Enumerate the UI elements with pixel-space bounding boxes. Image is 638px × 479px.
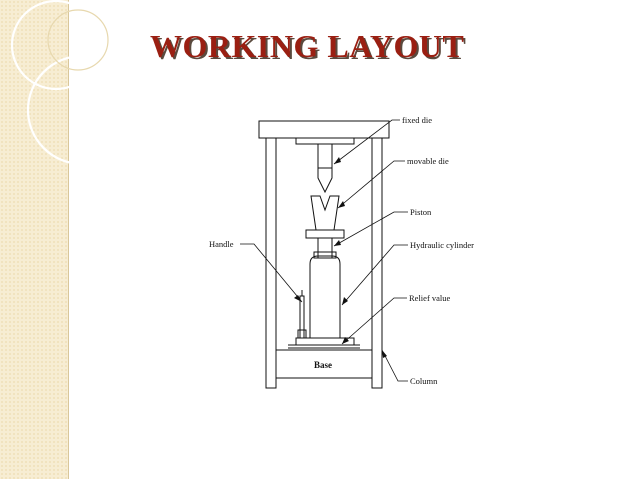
arrowhead-handle — [294, 295, 302, 302]
cylinder-body — [309, 255, 341, 339]
decor-circle-small — [47, 9, 109, 71]
decor-circle-large — [10, 0, 102, 91]
leader-hydraulic-cylinder — [341, 244, 408, 306]
decor-circle-lower — [26, 54, 138, 166]
leader-lines — [240, 119, 408, 382]
slide-title: WORKING LAYOUT — [150, 28, 465, 64]
label-hydraulic-cylinder: Hydraulic cylinder — [410, 240, 474, 250]
base-slab — [275, 349, 373, 379]
leader-movable-die — [337, 160, 405, 209]
decorative-circles — [10, 0, 138, 166]
side-band-edge — [68, 0, 69, 479]
piston-head — [305, 229, 345, 239]
movable-die-vblock — [310, 195, 340, 231]
label-base: Base — [314, 360, 332, 370]
label-column: Column — [410, 376, 438, 386]
arrowhead-fixed-die — [334, 157, 341, 164]
label-fixed-die: fixed die — [402, 115, 432, 125]
label-relief-value: Relief value — [409, 293, 451, 303]
right-column — [371, 137, 383, 389]
hydraulic-cylinder — [295, 251, 355, 346]
leader-arrowheads — [294, 157, 387, 358]
leader-relief-value — [341, 297, 407, 345]
leader-piston — [333, 211, 408, 247]
label-piston: Piston — [410, 207, 432, 217]
leader-handle — [240, 243, 303, 303]
arrowhead-hydraulic-cylinder — [342, 297, 348, 305]
arrowhead-column — [382, 350, 387, 358]
fixed-die-block — [317, 143, 333, 169]
arrowhead-relief-value — [342, 337, 349, 344]
movable-die — [310, 195, 340, 231]
fixed-die-plate — [295, 137, 355, 145]
fixed-die-punch — [317, 168, 333, 194]
handle-lever — [299, 295, 305, 339]
press-frame — [258, 120, 390, 389]
leader-fixed-die — [333, 119, 400, 165]
label-handle: Handle — [209, 239, 234, 249]
arrowhead-piston — [334, 240, 341, 246]
decorative-side-band — [0, 0, 68, 479]
leader-column — [381, 349, 408, 382]
left-column — [265, 137, 277, 389]
top-crossbar — [258, 120, 390, 139]
fixed-die — [295, 137, 355, 194]
arrowhead-movable-die — [338, 201, 345, 208]
handle — [297, 290, 307, 339]
cylinder-cap — [313, 251, 337, 259]
label-movable-die: movable die — [407, 156, 449, 166]
piston-rod — [317, 237, 333, 259]
handle-pivot — [297, 329, 307, 339]
cylinder-foot — [295, 337, 355, 346]
